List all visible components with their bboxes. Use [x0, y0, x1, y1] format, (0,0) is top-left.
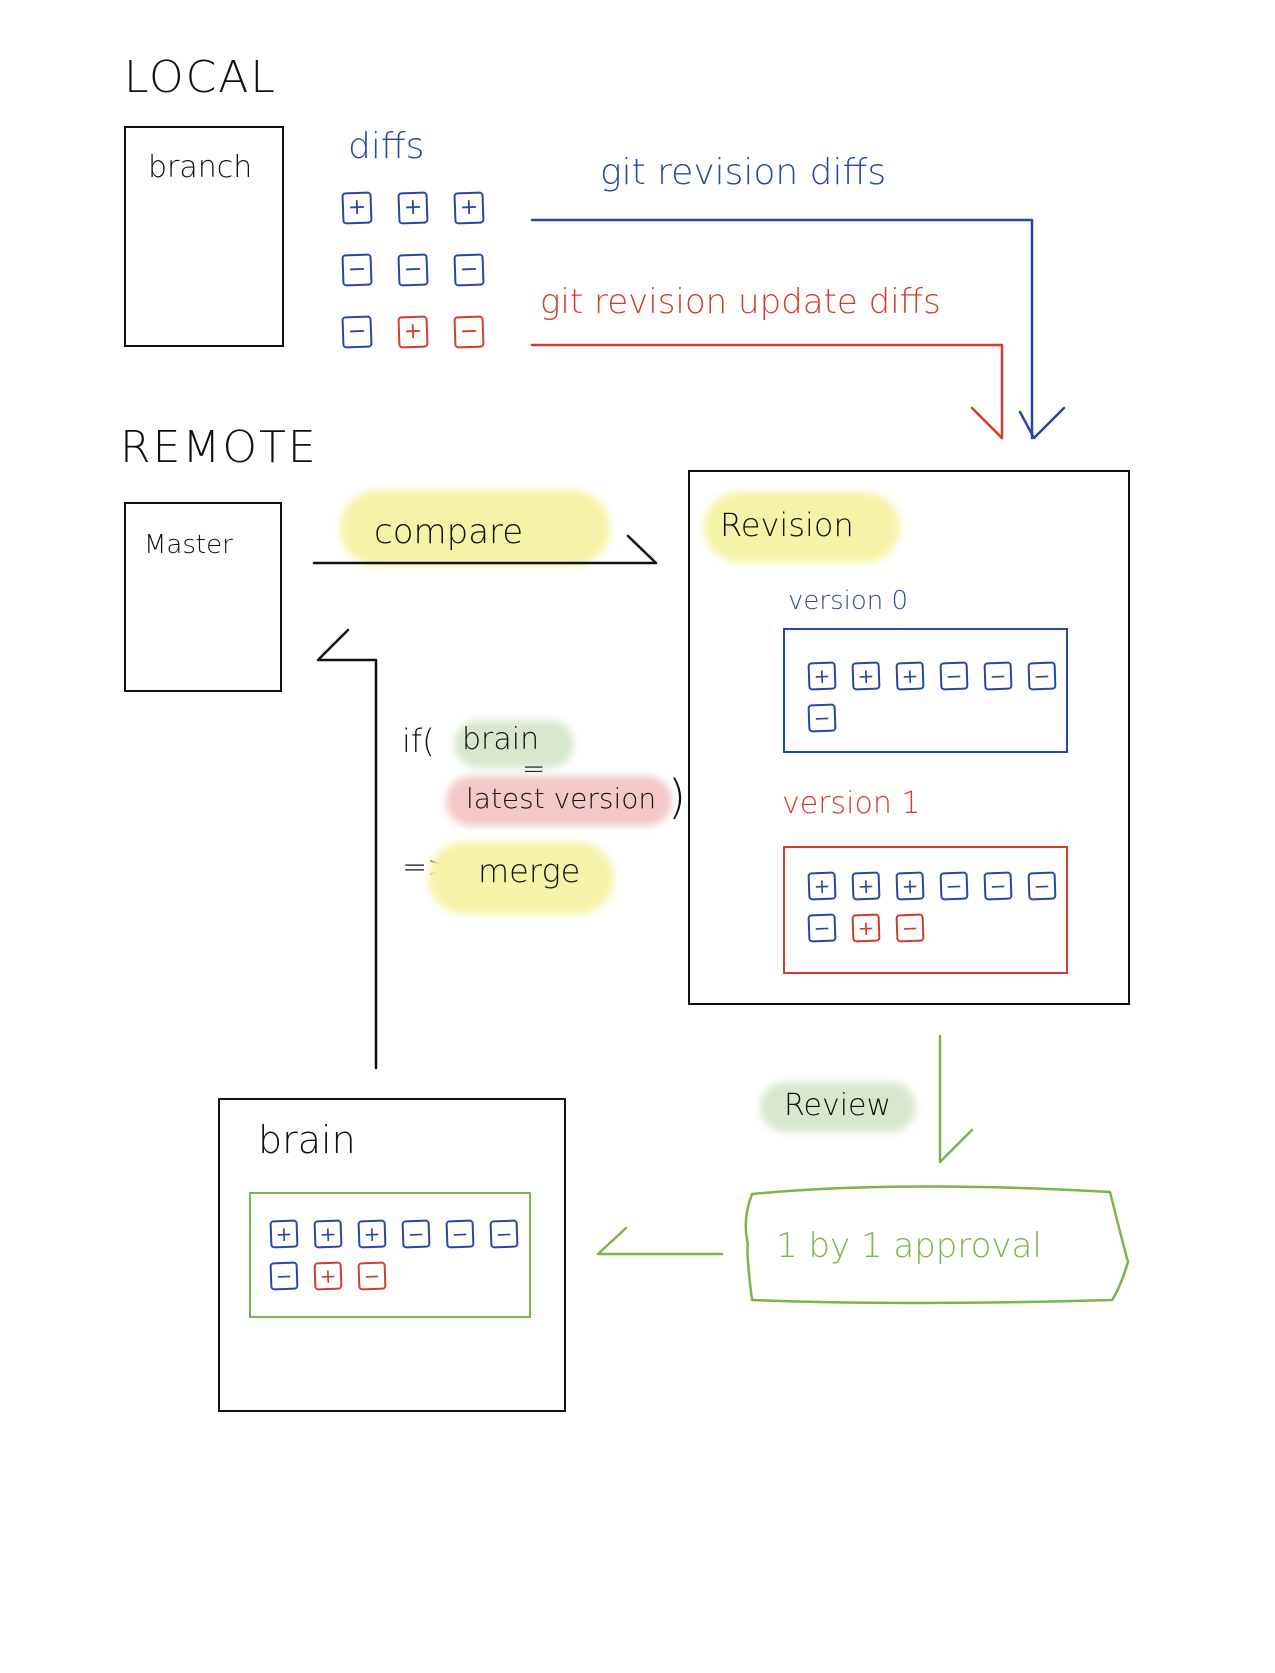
remote-title: REMOTE	[120, 422, 318, 473]
merge-highlight	[428, 842, 614, 914]
master-box	[124, 502, 282, 692]
red-diff-arrow	[530, 343, 1004, 440]
version1-box	[783, 846, 1068, 974]
revision-highlight	[704, 492, 900, 562]
brain-cond-highlight	[454, 720, 574, 768]
git-revision-update-diffs-label: git revision update diffs	[540, 282, 941, 322]
merge-arrow	[316, 628, 378, 1070]
branch-box	[124, 126, 284, 347]
branch-label: branch	[148, 150, 253, 185]
review-arrow	[938, 1034, 974, 1164]
version0-label: version 0	[788, 586, 909, 616]
red-arrowhead	[970, 406, 1004, 440]
blue-diff-arrow	[530, 218, 1034, 440]
brain-cond-text: brain	[462, 722, 540, 757]
brain-diff-box	[249, 1192, 531, 1318]
local-title: LOCAL	[124, 52, 277, 103]
version0-box	[783, 628, 1068, 753]
latest-version-text: latest version	[466, 782, 657, 815]
brain-box	[218, 1098, 566, 1412]
review-label: Review	[784, 1088, 892, 1123]
version1-label: version 1	[782, 786, 921, 821]
compare-label: compare	[374, 512, 524, 552]
revision-box	[688, 470, 1130, 1005]
if-text: if(	[402, 722, 435, 760]
blue-arrowhead	[1018, 406, 1066, 440]
diffs-label: diffs	[348, 126, 425, 167]
revision-title: Revision	[720, 506, 854, 544]
merge-text: merge	[478, 852, 581, 890]
master-label: Master	[144, 530, 233, 560]
compare-arrow	[312, 534, 658, 565]
latest-highlight	[446, 776, 672, 826]
approval-bubble	[744, 1185, 1130, 1305]
approval-arrow	[596, 1226, 724, 1256]
review-highlight	[760, 1082, 916, 1132]
brain-title: brain	[258, 1118, 356, 1162]
git-revision-diffs-label: git revision diffs	[600, 152, 887, 193]
compare-highlight	[340, 490, 610, 566]
close-paren: )	[668, 770, 686, 824]
approval-label: 1 by 1 approval	[776, 1226, 1042, 1266]
